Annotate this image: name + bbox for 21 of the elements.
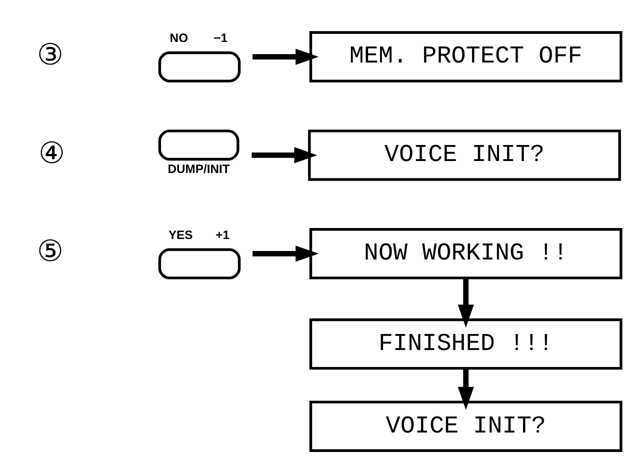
arrow — [458, 368, 474, 410]
arrow — [458, 278, 474, 328]
node-box: NOW WORKING !! — [309, 228, 622, 280]
node-box: MEM. PROTECT OFF — [309, 31, 622, 82]
node-box: VOICE INIT? — [309, 400, 622, 452]
node-label: ④ — [38, 136, 66, 170]
node-label: −1 — [214, 31, 228, 46]
node-label: NO — [170, 31, 188, 46]
node-label: ⑤ — [36, 235, 64, 268]
node-label: ③ — [36, 38, 64, 72]
node-label: DUMP/INIT — [168, 162, 230, 176]
arrow — [252, 246, 319, 262]
node-box: FINISHED !!! — [309, 318, 622, 370]
node-label: +1 — [216, 228, 230, 242]
arrow — [252, 147, 318, 164]
node-box — [158, 51, 241, 82]
arrow — [252, 48, 319, 65]
node-label: YES — [168, 228, 193, 242]
node-box — [158, 130, 240, 161]
node-box — [158, 248, 241, 280]
node-box: VOICE INIT? — [308, 130, 621, 181]
